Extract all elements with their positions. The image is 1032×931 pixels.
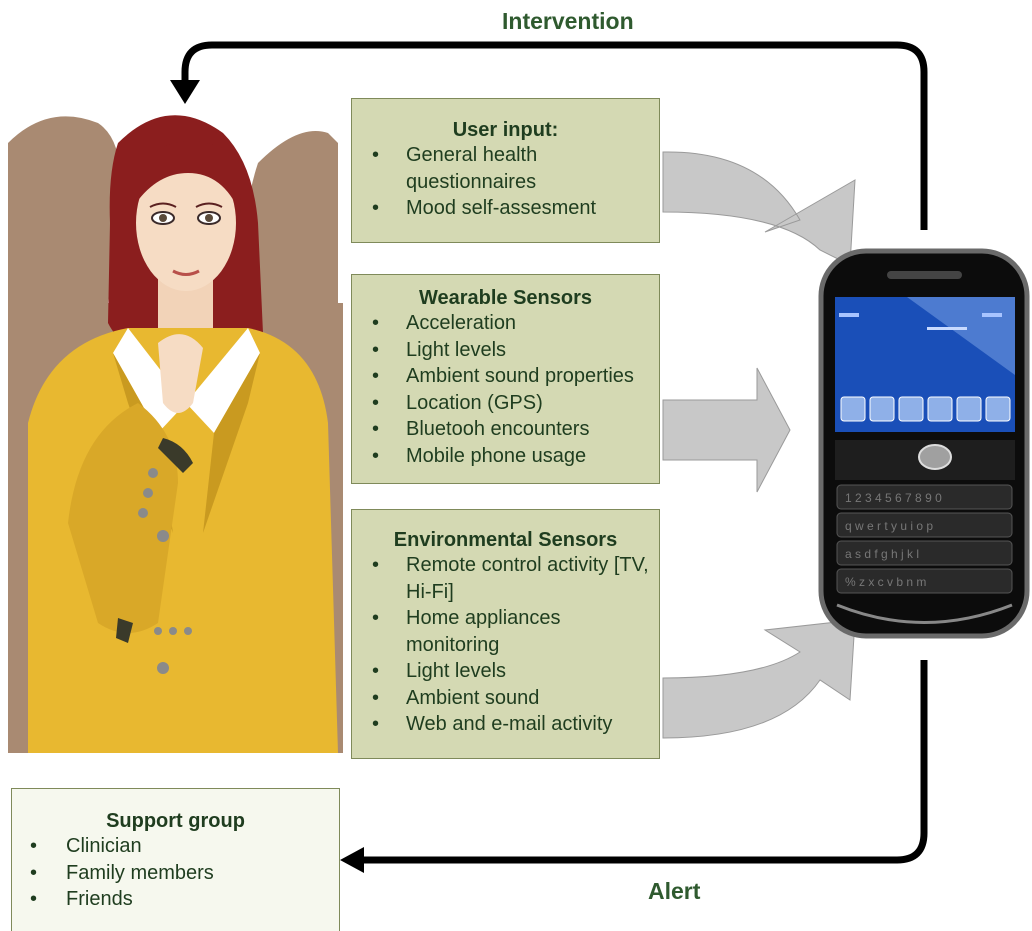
list-item: Bluetooh encounters (360, 416, 651, 443)
keypad-row-4: % z x c v b n m (845, 575, 926, 589)
woman-illustration (8, 115, 343, 753)
notes-icon (840, 396, 866, 422)
screen-icons (840, 396, 1011, 422)
list-item: Light levels (360, 658, 651, 685)
list-item: Light levels (360, 337, 651, 364)
star-icon (956, 396, 982, 422)
list-item: Web and e-mail activity (360, 711, 651, 738)
wearable-sensors-box: Wearable Sensors Acceleration Light leve… (351, 274, 660, 484)
trackball-icon (918, 444, 952, 470)
intervention-label: Intervention (502, 8, 634, 34)
wearable-sensors-list: Acceleration Light levels Ambient sound … (360, 310, 651, 469)
list-item: Ambient sound properties (360, 363, 651, 390)
book-icon (985, 396, 1011, 422)
list-item: General health questionnaires (360, 142, 651, 195)
silhouette-left (8, 116, 121, 313)
user-input-title: User input: (452, 119, 559, 141)
list-item: Remote control activity [TV, Hi-Fi] (360, 552, 651, 605)
support-group-box: Support group Clinician Family members F… (11, 788, 340, 931)
list-item: Location (GPS) (360, 390, 651, 417)
keypad-row-2: q w e r t y u i o p (845, 519, 933, 533)
keypad-row-1: 1 2 3 4 5 6 7 8 9 0 (845, 491, 942, 505)
environmental-sensors-box: Environmental Sensors Remote control act… (351, 509, 660, 759)
list-item: Acceleration (360, 310, 651, 337)
calendar-icon (927, 396, 953, 422)
keypad-labels: 1 2 3 4 5 6 7 8 9 0 q w e r t y u i o p … (845, 491, 942, 589)
environmental-sensors-list: Remote control activity [TV, Hi-Fi] Home… (360, 552, 651, 738)
alert-label: Alert (648, 878, 701, 904)
list-item: Ambient sound (360, 685, 651, 712)
save-icon (869, 396, 895, 422)
wearable-sensors-title: Wearable Sensors (418, 287, 593, 309)
keypad-row-3: a s d f g h j k l (845, 547, 919, 561)
user-input-list: General health questionnaires Mood self-… (360, 142, 651, 222)
list-item: Family members (20, 860, 331, 887)
list-item: Friends (20, 886, 331, 913)
user-input-box: User input: General health questionnaire… (351, 98, 660, 243)
list-item: Clinician (20, 833, 331, 860)
list-item: Mood self-assesment (360, 195, 651, 222)
list-item: Home appliances monitoring (360, 605, 651, 658)
smartphone-illustration: 1 2 3 4 5 6 7 8 9 0 q w e r t y u i o p … (818, 248, 1030, 639)
support-group-title: Support group (106, 810, 245, 832)
environmental-sensors-title: Environmental Sensors (393, 529, 618, 551)
mail-icon (898, 396, 924, 422)
support-group-list: Clinician Family members Friends (20, 833, 331, 913)
keypad (836, 484, 1013, 594)
list-item: Mobile phone usage (360, 443, 651, 470)
